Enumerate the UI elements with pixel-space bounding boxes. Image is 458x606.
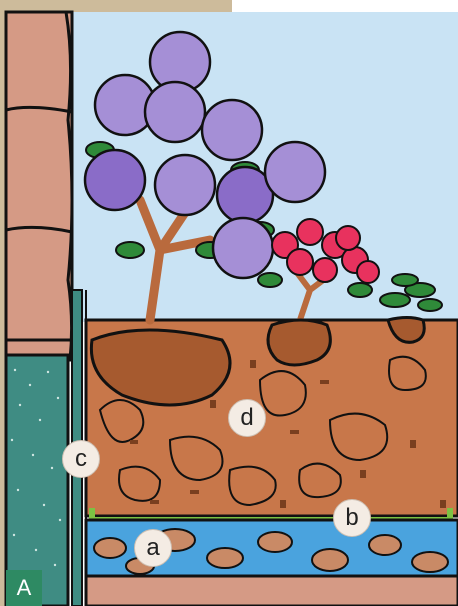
callout-b: b: [333, 499, 371, 537]
brick-wall: [6, 12, 72, 360]
callout-a: a: [134, 529, 172, 567]
roof-slab: [86, 576, 458, 606]
callout-c: c: [62, 440, 100, 478]
insulation-layer: [6, 355, 68, 606]
top-band: [0, 0, 232, 12]
panel-badge: A: [6, 570, 42, 606]
callout-d: d: [228, 399, 266, 437]
